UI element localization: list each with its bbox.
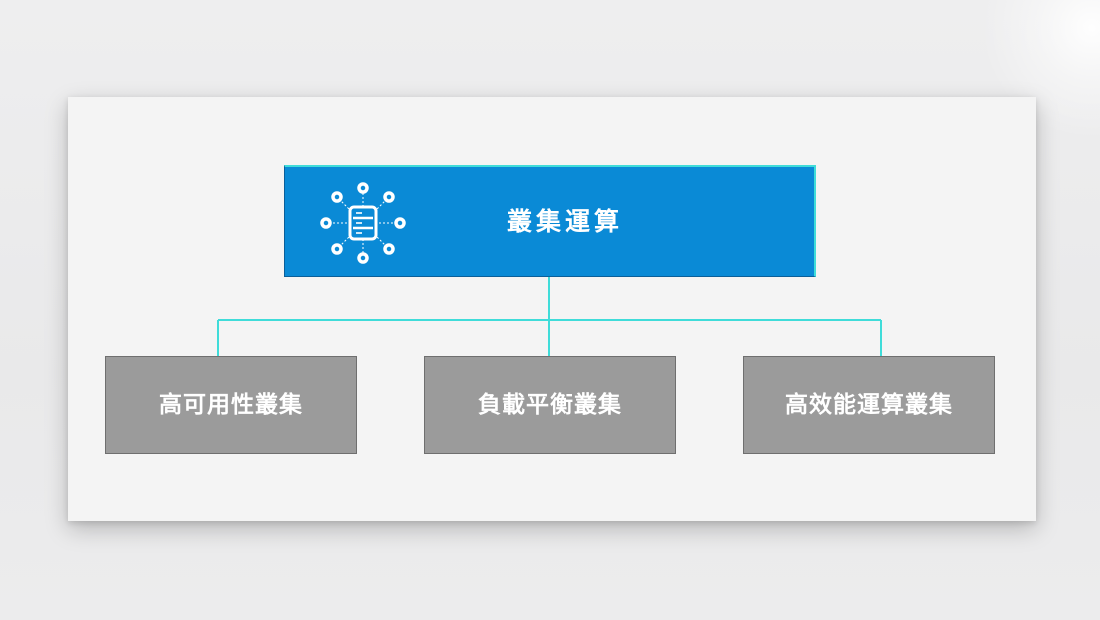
child-node-load-balancing: 負載平衡叢集 xyxy=(424,356,676,454)
server-network-icon xyxy=(320,182,406,264)
root-node-label: 叢集運算 xyxy=(506,207,623,236)
root-node: 叢集運算 xyxy=(284,165,816,277)
org-chart-card: 叢集運算 高可用性叢集 負載平衡叢集 高效能運算叢集 xyxy=(68,97,1036,521)
connector-lines xyxy=(217,277,882,356)
child-node-high-performance: 高效能運算叢集 xyxy=(743,356,995,454)
child-node-high-availability: 高可用性叢集 xyxy=(105,356,357,454)
